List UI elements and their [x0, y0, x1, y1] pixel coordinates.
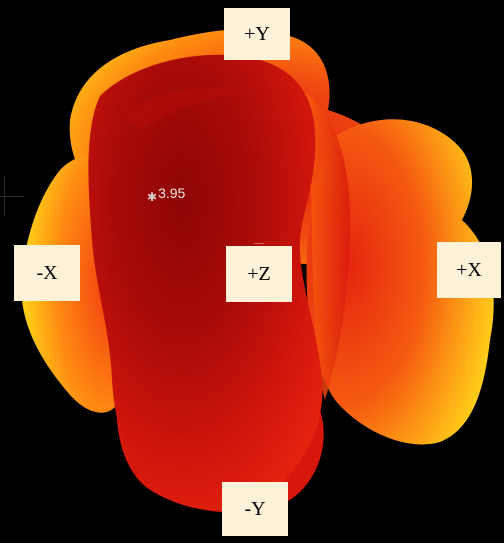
- crosshair-vertical: [4, 176, 5, 216]
- axis-label-minus-y: -Y: [222, 482, 288, 536]
- crosshair-horizontal: [0, 196, 24, 197]
- secondary-marker: [254, 243, 264, 248]
- surface-lobe-front: [88, 54, 323, 511]
- axis-label-plus-y: +Y: [224, 8, 290, 60]
- surface-fold: [127, 87, 250, 128]
- star-icon: ✱: [147, 190, 158, 204]
- axis-label-plus-z: +Z: [226, 246, 292, 302]
- surface-value-marker[interactable]: ✱ 3.95: [147, 183, 185, 203]
- surface-lobe-right: [306, 119, 494, 445]
- axis-label-minus-x: -X: [14, 245, 80, 301]
- axis-label-plus-x: +X: [437, 242, 501, 298]
- surface-value-label: 3.95: [158, 185, 186, 201]
